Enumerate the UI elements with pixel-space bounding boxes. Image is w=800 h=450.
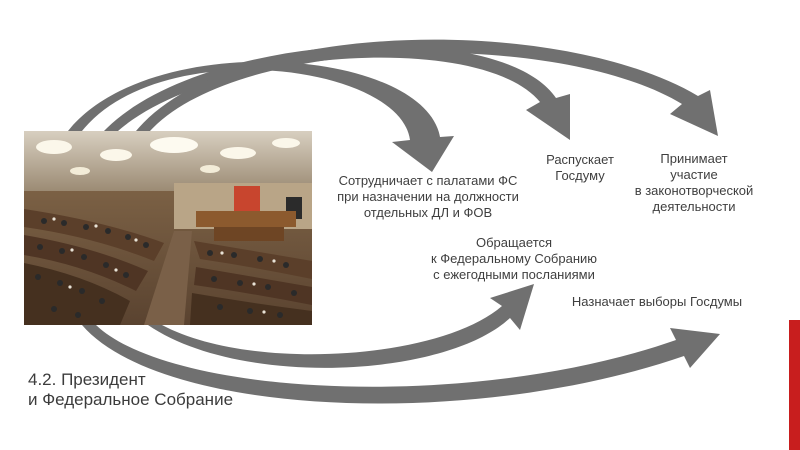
arrow-cooperates bbox=[68, 61, 454, 172]
accent-bar bbox=[789, 320, 800, 450]
arrow-addresses bbox=[148, 284, 534, 368]
arrow-dissolves bbox=[104, 45, 570, 140]
label-elections: Назначает выборы Госдумы bbox=[571, 294, 743, 309]
label-cooperates: Сотрудничает с палатами ФС при назначени… bbox=[337, 173, 519, 220]
label-addresses: Обращается к Федеральному Собранию с еже… bbox=[430, 235, 598, 282]
label-participates: Принимает участие в законотворческой дея… bbox=[634, 151, 754, 214]
duma-hall-photo bbox=[24, 131, 312, 325]
arrow-elections bbox=[82, 325, 720, 404]
slide-title: 4.2. Президент и Федеральное Собрание bbox=[28, 370, 234, 409]
duma-hall-illustration bbox=[24, 131, 312, 325]
label-dissolves: Распускает Госдуму bbox=[546, 152, 614, 183]
arrow-participates bbox=[136, 39, 718, 136]
